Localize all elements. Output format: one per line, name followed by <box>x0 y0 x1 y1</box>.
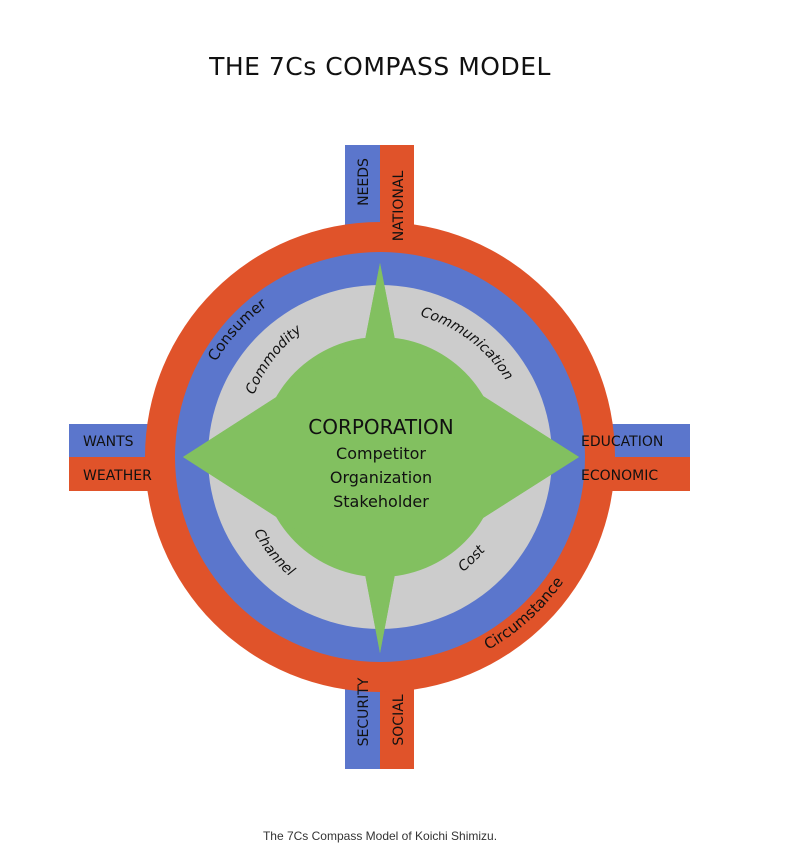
economic-label: ECONOMIC <box>581 468 658 484</box>
security-label: SECURITY <box>356 677 372 746</box>
national-label: NATIONAL <box>391 171 407 242</box>
education-label: EDUCATION <box>581 434 663 450</box>
figure-caption: The 7Cs Compass Model of Koichi Shimizu. <box>262 829 498 843</box>
wants-label: WANTS <box>83 434 134 450</box>
stakeholder-label: Stakeholder <box>333 492 429 511</box>
page-title: THE 7Cs COMPASS MODEL <box>209 52 551 81</box>
compass-star-left <box>183 263 579 653</box>
corporation-label: CORPORATION <box>308 415 453 439</box>
organization-label: Organization <box>330 468 432 487</box>
competitor-label: Competitor <box>336 444 426 463</box>
needs-label: NEEDS <box>356 158 372 206</box>
weather-label: WEATHER <box>83 468 152 484</box>
social-label: SOCIAL <box>391 694 407 745</box>
